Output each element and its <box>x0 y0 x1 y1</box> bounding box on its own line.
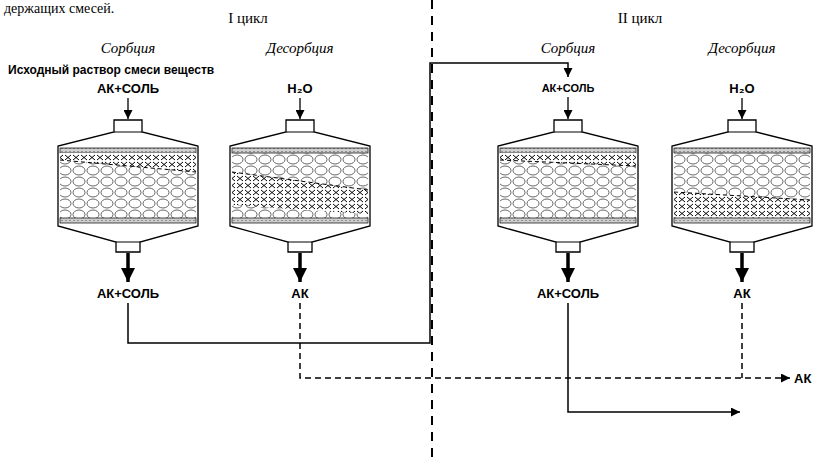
stream-label: АК+СОЛЬ <box>97 286 159 301</box>
feed-caption: Исходный раствор смеси веществ <box>8 63 214 77</box>
running-text: держащих смесей. <box>4 1 114 17</box>
product-label: АК <box>794 371 811 386</box>
stream-label: АК <box>291 286 308 301</box>
stream-label: H₂O <box>729 81 754 96</box>
stage-label: Сорбция <box>541 40 596 57</box>
column-sorption <box>498 120 638 252</box>
stage-label: Десорбция <box>267 40 334 57</box>
product-line <box>300 303 790 378</box>
feed-arrows <box>128 97 742 119</box>
product-line <box>741 303 743 378</box>
column-sorption <box>58 120 198 252</box>
stream-label: АК+СОЛЬ <box>97 81 159 96</box>
column-desorption <box>230 120 370 252</box>
stream-label: АК+СОЛЬ <box>542 82 595 94</box>
effluent-line <box>568 303 740 412</box>
stream-label: АК+СОЛЬ <box>537 286 599 301</box>
recycle-line <box>128 63 568 343</box>
cycle-heading: I цикл <box>228 10 268 27</box>
stage-label: Сорбция <box>101 40 156 57</box>
stage-label: Десорбция <box>709 40 776 57</box>
cycle-divider <box>431 0 433 457</box>
stream-label: H₂O <box>287 81 312 96</box>
outlet-arrows <box>128 253 742 282</box>
stream-label: АК <box>733 286 750 301</box>
column-desorption <box>672 120 812 252</box>
cycle-heading: II цикл <box>618 10 663 27</box>
